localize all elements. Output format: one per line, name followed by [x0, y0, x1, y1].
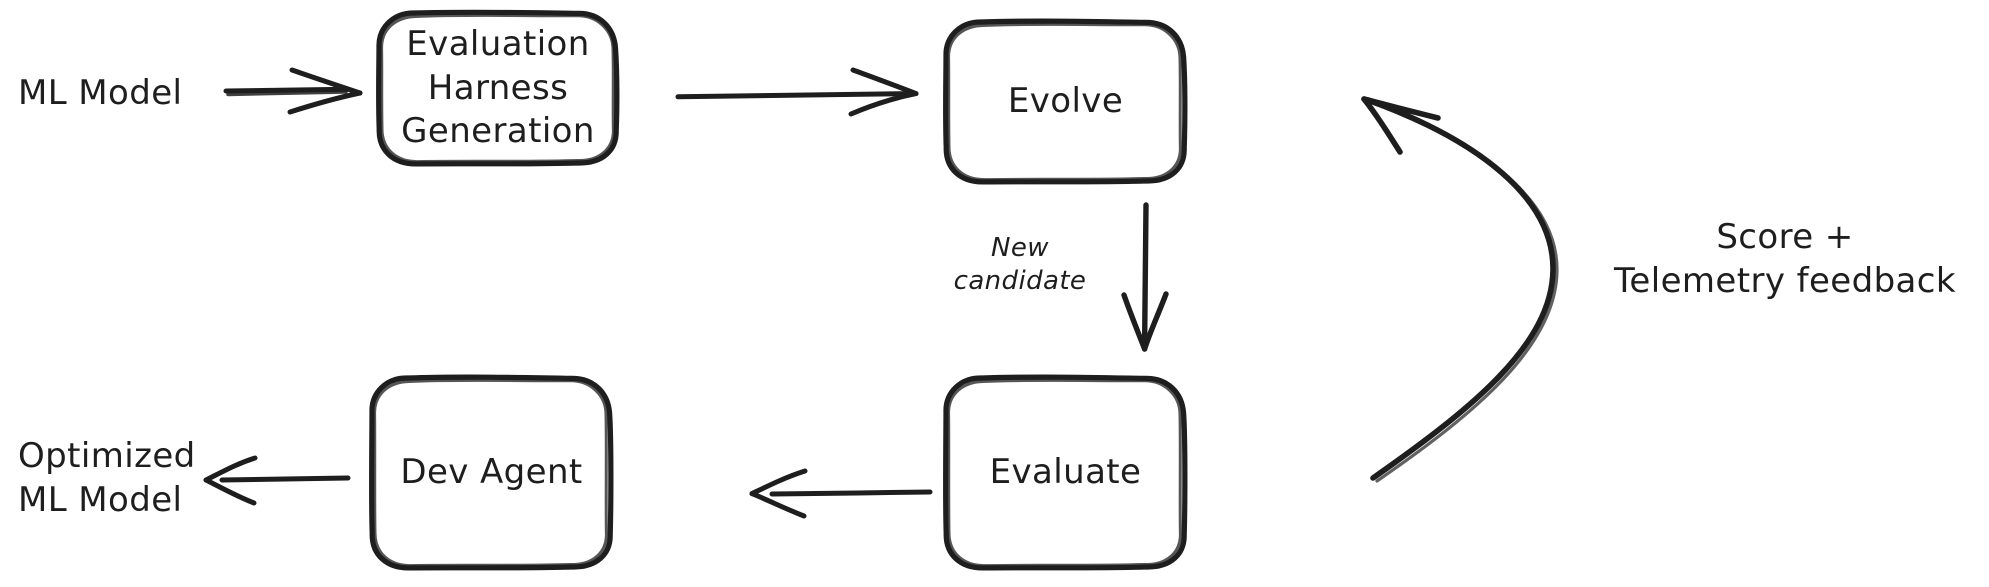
edge-evaluate-to-dev-agent: [749, 468, 933, 519]
node-evolve[interactable]: Evolve: [946, 22, 1185, 182]
node-dev-agent[interactable]: Dev Agent: [372, 378, 611, 568]
edge-ml-model-to-harness: [223, 67, 363, 115]
node-evolve-label: Evolve: [1007, 81, 1124, 122]
node-dev-agent-label: Dev Agent: [400, 452, 583, 493]
node-eval-harness[interactable]: Evaluation Harness Generation: [379, 13, 617, 164]
node-shape-eval-harness[interactable]: [376, 9, 620, 167]
edge-dev-agent-to-output: [203, 455, 351, 506]
node-evaluate[interactable]: Evaluate: [946, 378, 1185, 568]
node-shape-evaluate[interactable]: [943, 374, 1188, 571]
edge-harness-to-evolve: [675, 67, 919, 117]
node-eval-harness-label: Evaluation Harness Generation: [401, 24, 595, 152]
edge-evolve-to-evaluate: [1121, 202, 1169, 352]
node-evaluate-label: Evaluate: [989, 452, 1142, 493]
edge-evaluate-to-evolve-feedback: [1361, 96, 1559, 483]
node-shape-dev-agent[interactable]: [369, 374, 614, 571]
node-shape-evolve[interactable]: [943, 18, 1188, 185]
